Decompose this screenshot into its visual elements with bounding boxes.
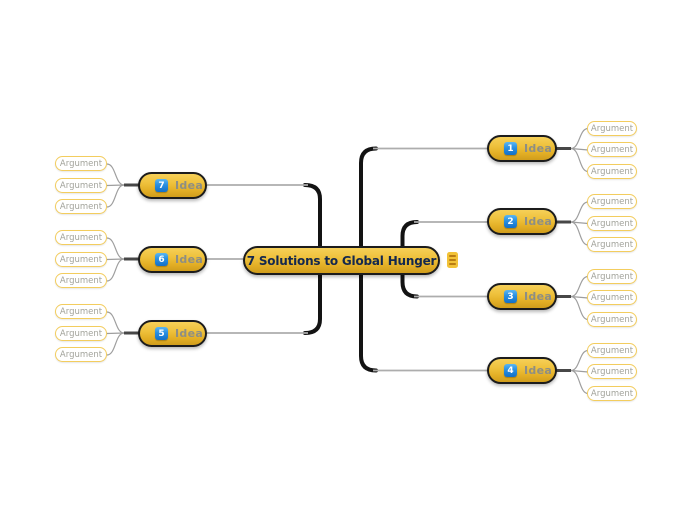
argument-node[interactable]: Argument [587, 364, 637, 379]
idea-node-3[interactable]: 3 Idea [487, 283, 557, 310]
hamburger-menu-icon[interactable] [447, 252, 458, 268]
argument-node[interactable]: Argument [587, 164, 637, 179]
idea-number-badge: 5 [155, 327, 168, 340]
idea-label: Idea [175, 327, 204, 340]
argument-node[interactable]: Argument [55, 252, 107, 267]
argument-node[interactable]: Argument [587, 194, 637, 209]
argument-label: Argument [590, 314, 634, 325]
idea-node-5[interactable]: 5 Idea [138, 320, 207, 347]
idea-node-4[interactable]: 4 Idea [487, 357, 557, 384]
argument-label: Argument [59, 349, 103, 360]
idea-label: Idea [524, 364, 553, 377]
idea-number-badge: 3 [504, 290, 517, 303]
argument-label: Argument [590, 366, 634, 377]
idea-node-6[interactable]: 6 Idea [138, 246, 207, 273]
argument-node[interactable]: Argument [587, 312, 637, 327]
argument-label: Argument [590, 196, 634, 207]
idea-number-badge: 7 [155, 179, 168, 192]
argument-label: Argument [59, 180, 103, 191]
idea-label: Idea [524, 142, 553, 155]
central-topic-label: 7 Solutions to Global Hunger [246, 253, 437, 268]
menu-bar [449, 255, 456, 258]
idea-label: Idea [175, 179, 204, 192]
argument-label: Argument [590, 166, 634, 177]
argument-label: Argument [59, 306, 103, 317]
argument-node[interactable]: Argument [587, 142, 637, 157]
menu-bar [449, 259, 456, 261]
argument-label: Argument [590, 292, 634, 303]
argument-label: Argument [590, 123, 634, 134]
argument-label: Argument [590, 239, 634, 250]
argument-node[interactable]: Argument [55, 326, 107, 341]
argument-label: Argument [590, 345, 634, 356]
argument-label: Argument [59, 254, 103, 265]
argument-node[interactable]: Argument [587, 386, 637, 401]
argument-node[interactable]: Argument [587, 121, 637, 136]
idea-label: Idea [175, 253, 204, 266]
argument-label: Argument [59, 275, 103, 286]
argument-node[interactable]: Argument [55, 156, 107, 171]
argument-node[interactable]: Argument [55, 199, 107, 214]
idea-number-badge: 4 [504, 364, 517, 377]
idea-label: Idea [524, 215, 553, 228]
argument-node[interactable]: Argument [55, 304, 107, 319]
argument-label: Argument [590, 388, 634, 399]
argument-label: Argument [59, 201, 103, 212]
menu-bar [449, 262, 456, 265]
argument-label: Argument [59, 232, 103, 243]
argument-node[interactable]: Argument [587, 216, 637, 231]
argument-node[interactable]: Argument [55, 347, 107, 362]
argument-node[interactable]: Argument [55, 273, 107, 288]
idea-node-2[interactable]: 2 Idea [487, 208, 557, 235]
argument-label: Argument [590, 218, 634, 229]
argument-node[interactable]: Argument [55, 178, 107, 193]
argument-node[interactable]: Argument [587, 269, 637, 284]
argument-node[interactable]: Argument [587, 343, 637, 358]
argument-label: Argument [59, 158, 103, 169]
idea-node-1[interactable]: 1 Idea [487, 135, 557, 162]
idea-node-7[interactable]: 7 Idea [138, 172, 207, 199]
idea-number-badge: 2 [504, 215, 517, 228]
argument-node[interactable]: Argument [587, 290, 637, 305]
argument-node[interactable]: Argument [55, 230, 107, 245]
central-topic-node[interactable]: 7 Solutions to Global Hunger [243, 246, 440, 275]
argument-label: Argument [590, 144, 634, 155]
idea-number-badge: 6 [155, 253, 168, 266]
idea-number-badge: 1 [504, 142, 517, 155]
argument-label: Argument [59, 328, 103, 339]
idea-label: Idea [524, 290, 553, 303]
argument-label: Argument [590, 271, 634, 282]
argument-node[interactable]: Argument [587, 237, 637, 252]
